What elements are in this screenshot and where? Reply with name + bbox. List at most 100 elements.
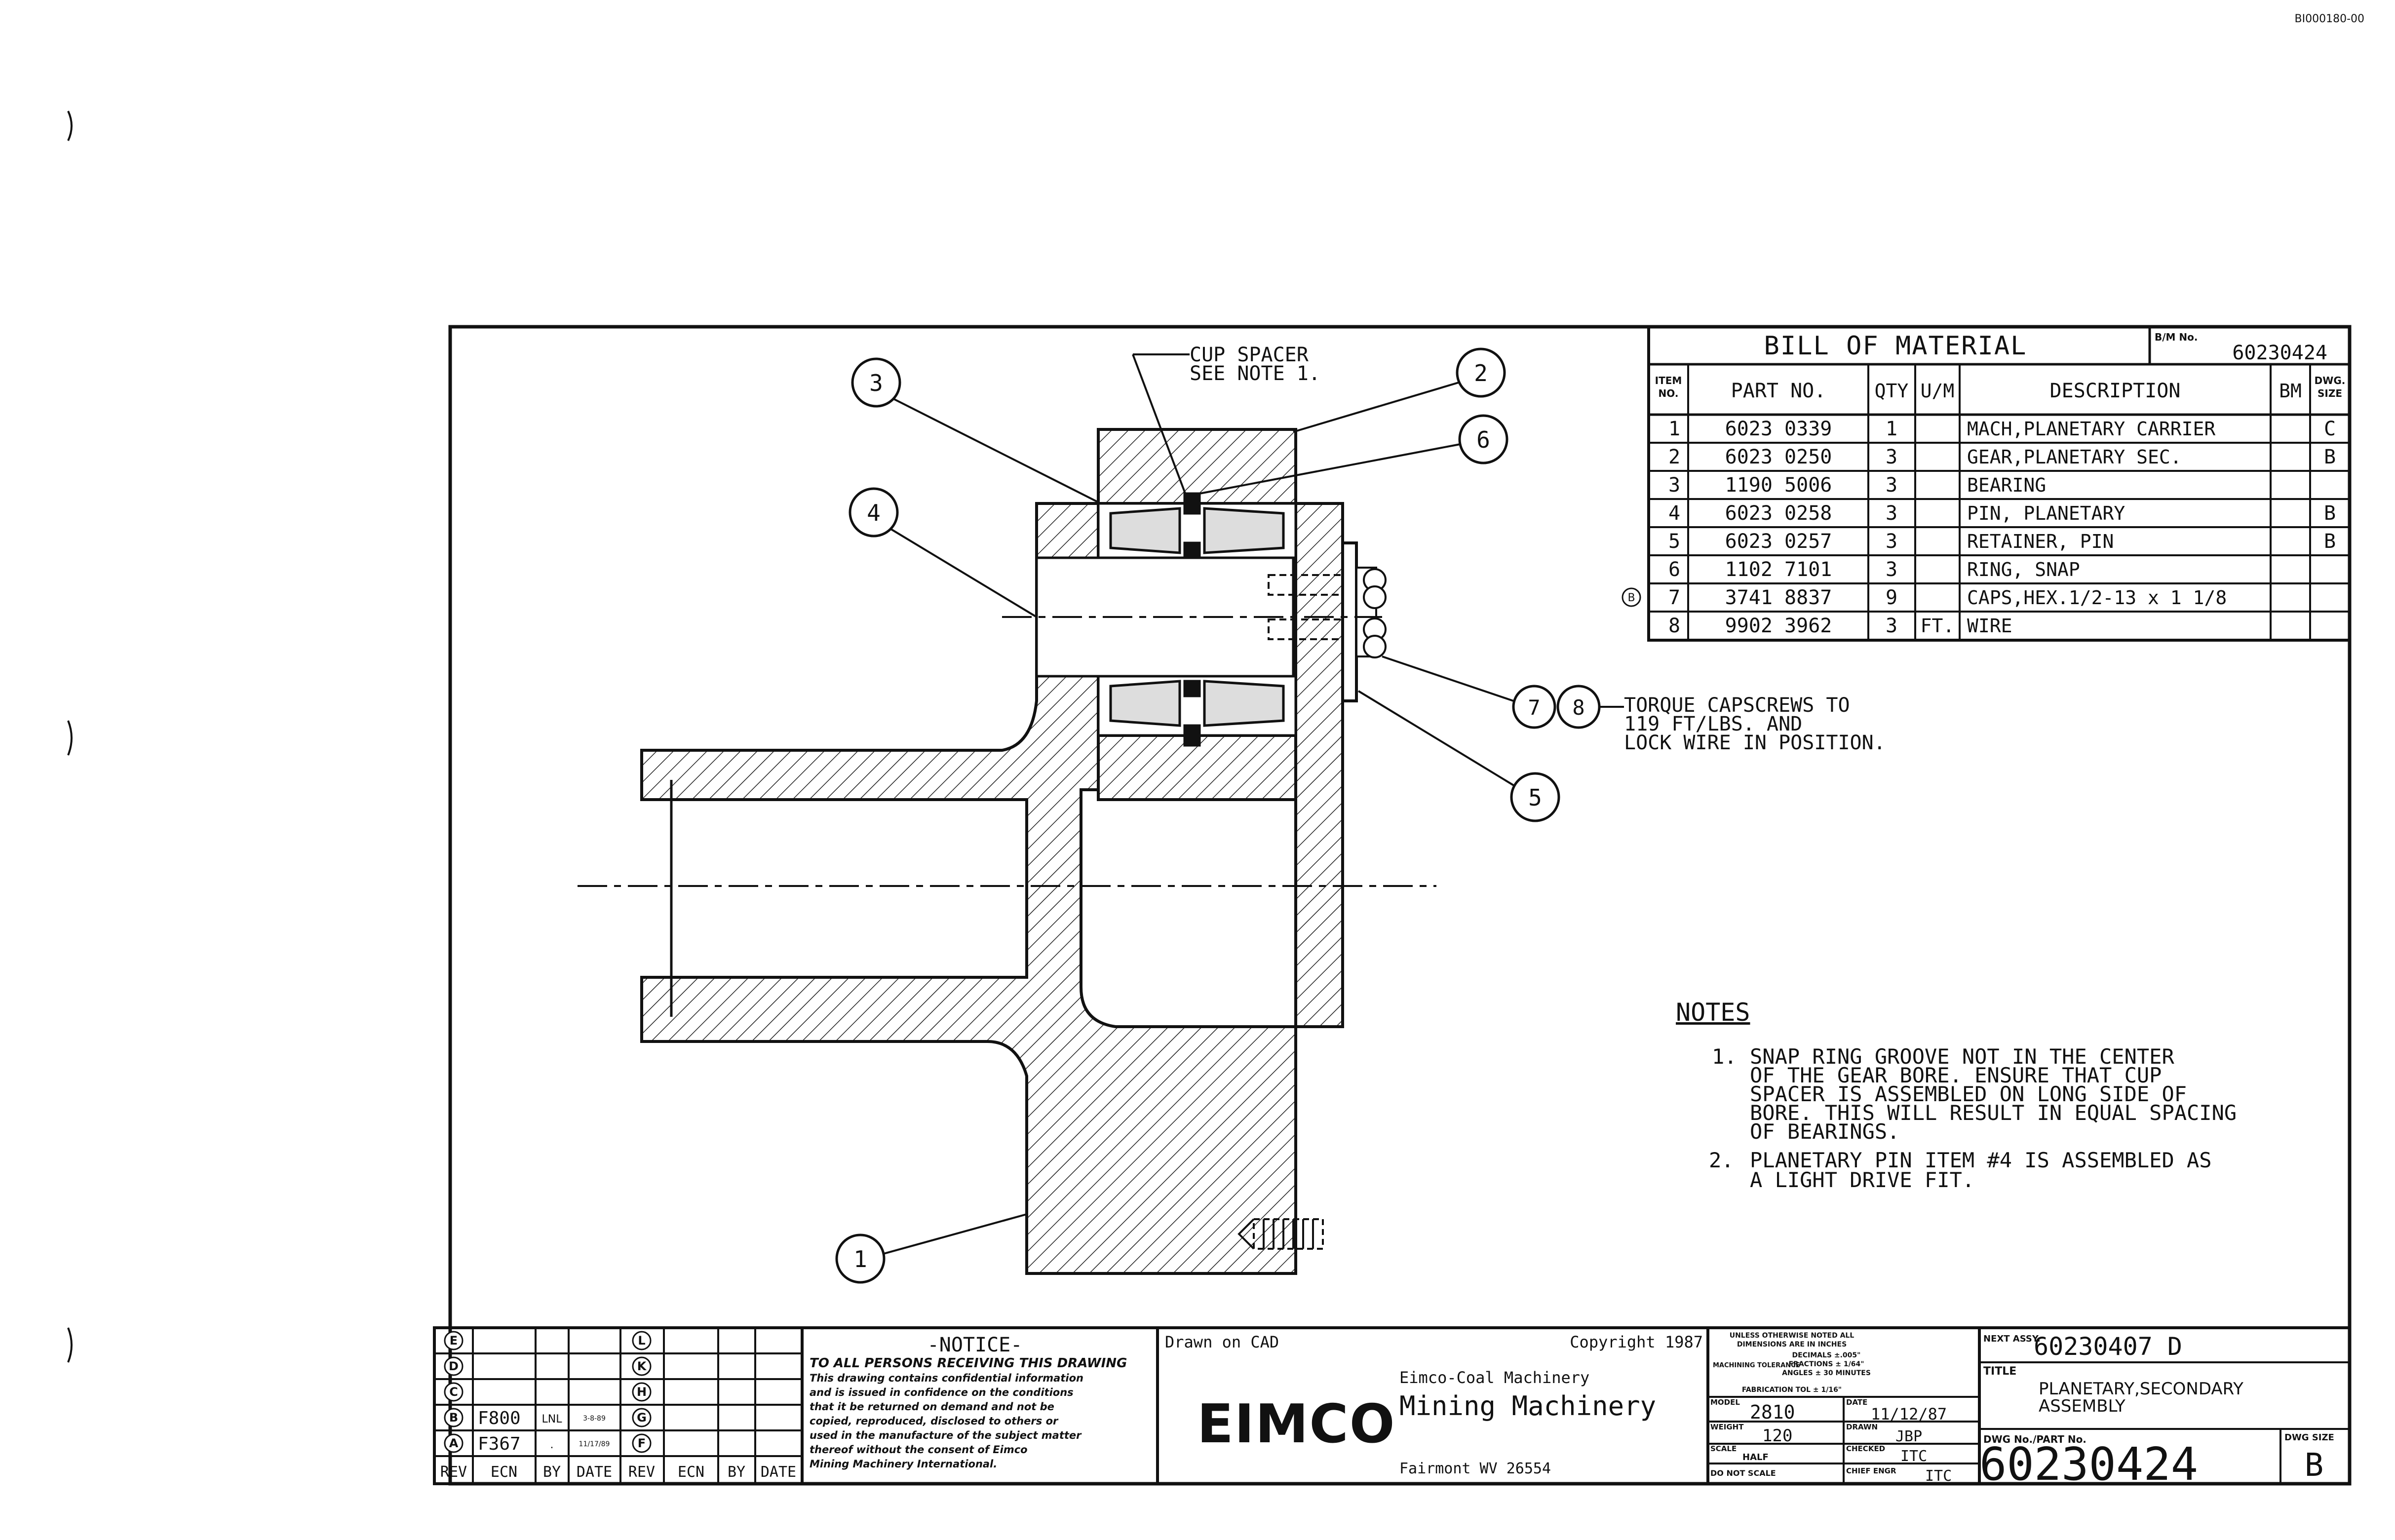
callout-4: 4	[849, 487, 1038, 618]
revision-letter: G	[637, 1411, 647, 1424]
drawn-on-cad: Drawn on CAD	[1165, 1333, 1279, 1351]
bearing-top	[1097, 492, 1297, 559]
bom-header-dwg: DWG.SIZE	[2315, 375, 2346, 399]
notice-line: that it be returned on demand and not be	[810, 1401, 1054, 1413]
revision-header: BY	[543, 1463, 561, 1481]
svg-text:4: 4	[867, 500, 881, 526]
bom-dwg-size: B	[2324, 446, 2336, 468]
tol-line-5: ANGLES ± 30 MINUTES	[1782, 1369, 1871, 1377]
company-line-1: Eimco-Coal Machinery	[1399, 1368, 1589, 1387]
notice-line: This drawing contains confidential infor…	[810, 1372, 1083, 1384]
bom-part-no: 9902 3962	[1725, 615, 1832, 637]
corner-code: BI000180-00	[2295, 13, 2365, 25]
rev-a-date: 11/17/89	[579, 1440, 610, 1448]
cup-spacer-label: CUP SPACER SEE NOTE 1.	[1190, 344, 1320, 385]
dwg-size-value: B	[2305, 1447, 2324, 1484]
dwg-no-label: DWG No./PART No.	[1983, 1433, 2086, 1445]
revision-letter: B	[449, 1411, 458, 1424]
note-1-line: BORE. THIS WILL RESULT IN EQUAL SPACING	[1750, 1101, 2237, 1125]
note-2-number: 2.	[1709, 1148, 1734, 1172]
notice-line: used in the manufacture of the subject m…	[810, 1429, 1082, 1441]
revision-letter: A	[449, 1436, 459, 1450]
svg-text:B: B	[1627, 592, 1635, 604]
note-1-line: OF BEARINGS.	[1750, 1119, 1899, 1144]
note-2-line: A LIGHT DRIVE FIT.	[1750, 1168, 1974, 1192]
svg-text:3: 3	[869, 370, 883, 396]
revision-letter: H	[637, 1385, 647, 1399]
callout-7: 7	[1382, 655, 1556, 729]
drawn-value: JBP	[1895, 1428, 1922, 1445]
eimco-logo: EIMCO	[1197, 1393, 1396, 1455]
svg-text:1: 1	[853, 1246, 867, 1272]
note-1-line: SNAP RING GROOVE NOT IN THE CENTER	[1750, 1044, 2174, 1069]
revision-header: ECN	[491, 1463, 517, 1481]
bom-item-no: 7	[1668, 586, 1680, 609]
bom-item-no: 6	[1668, 558, 1680, 581]
revision-header: REV	[628, 1463, 655, 1481]
bom-description: WIRE	[1967, 615, 2012, 637]
notes: NOTES 1. SNAP RING GROOVE NOT IN THE CEN…	[1676, 998, 2237, 1192]
drawn-label: DRAWN	[1846, 1423, 1878, 1431]
svg-text:5: 5	[1528, 784, 1542, 811]
bom-part-no: 6023 0258	[1725, 502, 1832, 525]
callout-6: 6	[1199, 414, 1508, 495]
tol-line-1: UNLESS OTHERWISE NOTED ALL	[1730, 1332, 1854, 1340]
callout-5: 5	[1357, 690, 1560, 822]
bom-header-desc: DESCRIPTION	[2050, 380, 2181, 402]
bom-part-no: 1190 5006	[1725, 474, 1832, 497]
weight-value: 120	[1762, 1426, 1792, 1446]
bom-part-no: 3741 8837	[1725, 586, 1832, 609]
revision-letter-circle	[632, 1331, 652, 1350]
title-line-2: ASSEMBLY	[2039, 1396, 2125, 1416]
revision-letter-circle	[444, 1382, 464, 1402]
svg-text:2: 2	[1474, 360, 1488, 386]
svg-text:8: 8	[1572, 695, 1584, 720]
bom-description: MACH,PLANETARY CARRIER	[1967, 418, 2215, 440]
margin-marks	[67, 111, 73, 1363]
tol-line-6: FABRICATION TOL ± 1/16"	[1742, 1386, 1842, 1394]
callouts: 3 4 2 6 7 8	[835, 347, 1624, 1284]
rev-a-ecn: F367	[478, 1434, 521, 1454]
bom-item-no: 3	[1668, 474, 1680, 497]
notice-line: thereof without the consent of Eimco	[810, 1444, 1028, 1456]
revision-header: BY	[728, 1463, 745, 1481]
bom-qty: 9	[1886, 586, 1897, 609]
rev-b-ecn: F800	[478, 1408, 521, 1428]
callout-1: 1	[835, 1213, 1027, 1284]
chief-eng-label: CHIEF ENGR	[1846, 1466, 1896, 1475]
bom-item-no: 2	[1668, 446, 1680, 468]
checked-value: ITC	[1900, 1448, 1927, 1465]
revision-letter: F	[638, 1436, 646, 1450]
svg-text:LOCK WIRE IN POSITION.: LOCK WIRE IN POSITION.	[1624, 732, 1886, 754]
note-1-line: OF THE GEAR BORE. ENSURE THAT CUP	[1750, 1063, 2162, 1087]
revision-letter-circle	[444, 1356, 464, 1376]
revision-letter-circle	[444, 1433, 464, 1453]
svg-text:SEE NOTE 1.: SEE NOTE 1.	[1190, 362, 1320, 385]
bom-dwg-size: B	[2324, 502, 2336, 525]
note-2-text: PLANETARY PIN ITEM #4 IS ASSEMBLED ASA L…	[1750, 1148, 2212, 1192]
revision-letter-circle	[632, 1408, 652, 1427]
callout-3: 3	[851, 357, 1101, 504]
bom-qty: 3	[1886, 446, 1897, 468]
bom-row7-rev-mark: B	[1622, 587, 1641, 607]
torque-label: TORQUE CAPSCREWS TO 119 FT/LBS. AND LOCK…	[1624, 694, 1886, 754]
bom-description: RING, SNAP	[1967, 559, 2080, 580]
note-1-line: SPACER IS ASSEMBLED ON LONG SIDE OF	[1750, 1082, 2187, 1106]
notice-title: -NOTICE-	[927, 1334, 1023, 1356]
scale-value: HALF	[1742, 1452, 1769, 1463]
svg-text:119 FT/LBS. AND: 119 FT/LBS. AND	[1624, 713, 1802, 735]
bom-description: GEAR,PLANETARY SEC.	[1967, 446, 2182, 468]
bom-description: BEARING	[1967, 474, 2046, 496]
bom-header-um: U/M	[1921, 380, 1955, 402]
tolerance-block: UNLESS OTHERWISE NOTED ALL DIMENSIONS AR…	[1708, 1328, 1981, 1485]
date-label: DATE	[1846, 1398, 1867, 1407]
bom-qty: 1	[1886, 418, 1897, 440]
notice-block: -NOTICE- TO ALL PERSONS RECEIVING THIS D…	[810, 1334, 1127, 1470]
bom-qty: 3	[1886, 502, 1897, 525]
bom-item-no: 8	[1668, 615, 1680, 637]
drawing-border	[448, 325, 2352, 1486]
